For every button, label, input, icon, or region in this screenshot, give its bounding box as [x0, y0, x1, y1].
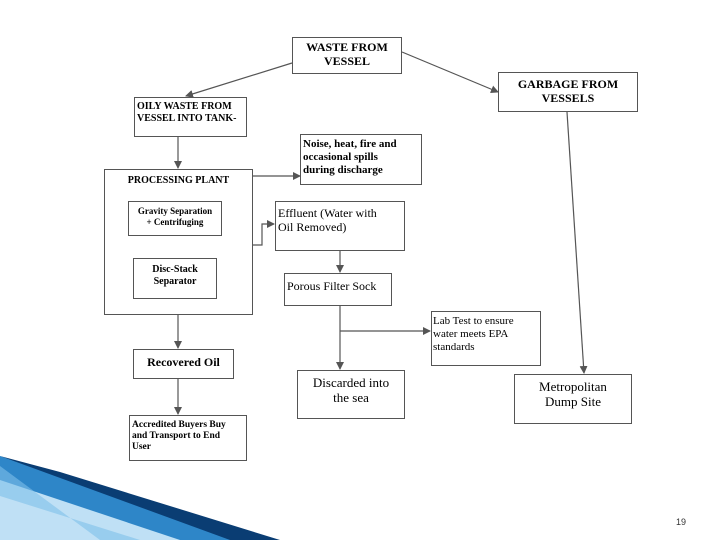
node-disc-stack-label: Disc-Stack Separator [152, 264, 198, 287]
node-metropolitan [514, 374, 632, 424]
node-oily-waste-label: OILY WASTE FROM VESSEL INTO TANK- [137, 101, 237, 124]
arrow-plant-to-effluent [253, 220, 275, 246]
footer-stripe-shine [0, 466, 140, 540]
arrow-garbage-to-dump [566, 111, 588, 374]
node-porous-filter [284, 273, 392, 306]
node-gravity-separation [128, 201, 222, 236]
node-lab-test-label: Lab Test to ensure water meets EPA stand… [433, 315, 514, 353]
node-effluent [275, 201, 405, 251]
node-discarded [297, 370, 405, 419]
node-accredited-buyers-label: Accredited Buyers Buy and Transport to E… [132, 420, 226, 453]
node-disc-stack [133, 258, 217, 299]
node-effluent-label: Effluent (Water with Oil Removed) [278, 206, 377, 235]
node-noise-heat [300, 134, 422, 185]
node-metropolitan-label: Metropolitan Dump Site [539, 379, 607, 410]
node-garbage-from-vessels-label: GARBAGE FROM VESSELS [517, 77, 619, 106]
arrow-waste-to-oily [185, 62, 293, 98]
arrow-waste-to-garbage [401, 51, 499, 93]
node-discarded-label: Discarded into the sea [312, 375, 390, 406]
node-lab-test [431, 311, 541, 366]
footer-decoration [0, 456, 280, 540]
node-processing-plant-label: PROCESSING PLANT [127, 175, 230, 186]
node-recovered-oil [133, 349, 234, 379]
node-porous-filter-label: Porous Filter Sock [287, 279, 377, 293]
node-garbage-from-vessels [498, 72, 638, 112]
node-recovered-oil-label: Recovered Oil [147, 355, 220, 369]
node-oily-waste [134, 97, 247, 137]
page-number: 19 [676, 517, 687, 527]
footer-stripe-dark [0, 456, 280, 540]
node-accredited-buyers [129, 415, 247, 461]
node-waste-from-vessel [292, 37, 402, 74]
node-waste-from-vessel-label: WASTE FROM VESSEL [306, 40, 388, 69]
node-noise-heat-label: Noise, heat, fire and occasional spills … [303, 138, 397, 176]
node-gravity-separation-label: Gravity Separation + Centrifuging [137, 206, 213, 227]
